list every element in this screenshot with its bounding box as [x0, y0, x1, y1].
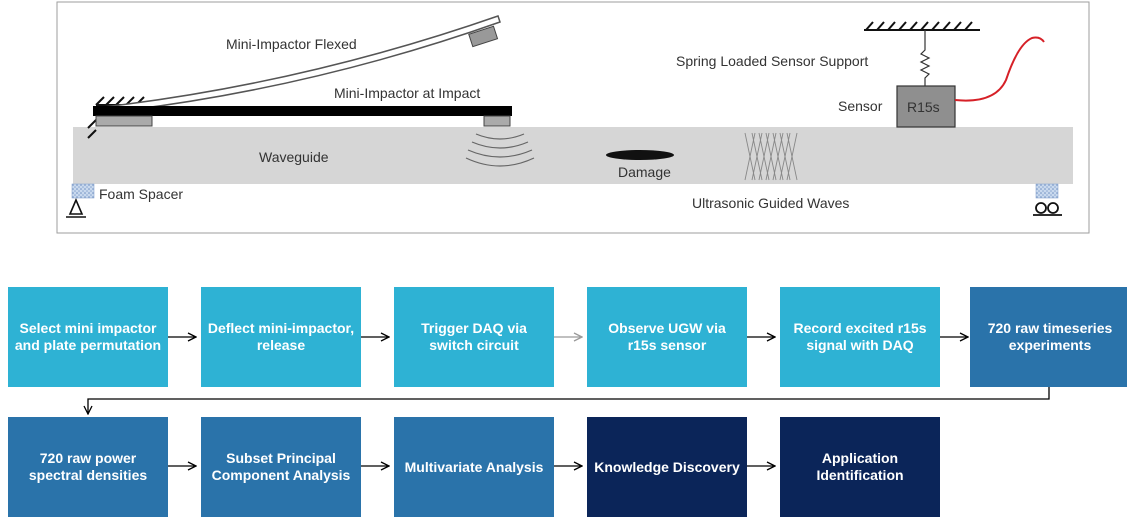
step-application-identification: Application Identification	[780, 417, 940, 517]
sensor-box	[896, 85, 956, 128]
step-record-signal: Record excited r15s signal with DAQ	[780, 287, 940, 387]
support-spring	[919, 30, 931, 86]
left-foam-spacer	[71, 183, 95, 199]
step-raw-timeseries: 720 raw timeseries experiments	[970, 287, 1127, 387]
ceiling-hatch	[864, 21, 980, 31]
label-waveguide: Waveguide	[259, 149, 329, 165]
label-mini-impactor-flexed: Mini-Impactor Flexed	[226, 36, 357, 52]
step-raw-psd: 720 raw power spectral densities	[8, 417, 168, 517]
step-label: Trigger DAQ via switch circuit	[421, 320, 527, 353]
impactor-impact-mass	[483, 115, 511, 127]
step-deflect-release: Deflect mini-impactor, release	[201, 287, 361, 387]
impact-wave-arcs	[465, 133, 535, 167]
step-multivariate-analysis: Multivariate Analysis	[394, 417, 554, 517]
label-sensor: Sensor	[838, 98, 883, 114]
guided-wave-pattern	[744, 132, 798, 181]
step-label: Subset Principal Component Analysis	[211, 450, 351, 483]
pin-support-icon	[66, 197, 86, 218]
step-label: 720 raw timeseries experiments	[987, 320, 1113, 353]
arrow-row1-to-row2	[88, 387, 1050, 414]
label-spring-loaded-sensor-support: Spring Loaded Sensor Support	[676, 53, 868, 69]
step-subset-pca: Subset Principal Component Analysis	[201, 417, 361, 517]
right-foam-spacer	[1035, 183, 1059, 199]
step-label: Multivariate Analysis	[404, 458, 544, 475]
flexed-impactor-mass	[468, 25, 499, 48]
step-label: 720 raw power spectral densities	[28, 450, 148, 483]
impactor-clamp-block	[95, 115, 153, 127]
step-label: Record excited r15s signal with DAQ	[793, 320, 927, 353]
experimental-setup-schematic: Mini-Impactor Flexed Mini-Impactor at Im…	[56, 1, 1090, 234]
step-label: Select mini impactor and plate permutati…	[14, 320, 162, 353]
sensor-signal-cable	[954, 36, 1045, 102]
step-trigger-daq: Trigger DAQ via switch circuit	[394, 287, 554, 387]
step-select-impactor-plate: Select mini impactor and plate permutati…	[8, 287, 168, 387]
roller-support-icon	[1033, 202, 1062, 216]
label-foam-spacer: Foam Spacer	[99, 186, 183, 202]
step-label: Observe UGW via r15s sensor	[608, 320, 726, 353]
label-ultrasonic-guided-waves: Ultrasonic Guided Waves	[692, 195, 849, 211]
step-knowledge-discovery: Knowledge Discovery	[587, 417, 747, 517]
step-observe-ugw: Observe UGW via r15s sensor	[587, 287, 747, 387]
impactor-at-impact-bar	[93, 106, 512, 116]
step-label: Knowledge Discovery	[594, 458, 740, 475]
label-mini-impactor-at-impact: Mini-Impactor at Impact	[334, 85, 480, 101]
label-sensor-model: R15s	[907, 99, 940, 115]
step-label: Deflect mini-impactor, release	[207, 320, 355, 353]
damage-ellipse	[606, 150, 674, 160]
flexed-impactor-bar	[94, 15, 501, 115]
label-damage: Damage	[618, 164, 671, 180]
waveguide-plate	[73, 127, 1073, 184]
step-label: Application Identification	[816, 450, 904, 483]
